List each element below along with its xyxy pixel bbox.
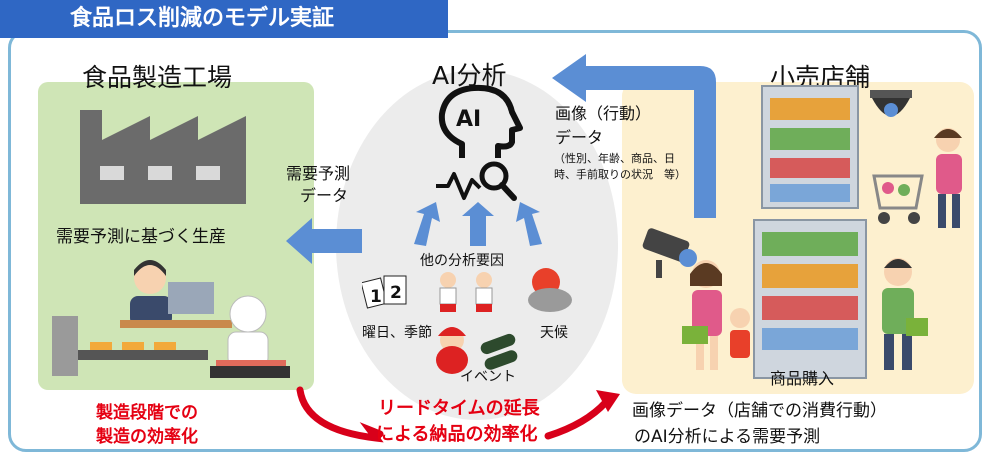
image-data-label-line2: データ [555, 128, 604, 147]
outcome-middle-line2: による納品の効率化 [376, 424, 538, 445]
factor-season-label: 曜日、季節 [362, 325, 432, 341]
demand-data-label-line1: 需要予測 [286, 164, 351, 183]
calendar-icon: 1 2 [362, 275, 407, 309]
image-data-arrow [552, 54, 716, 218]
image-data-detail-line1: （性別、年齢、商品、日 [554, 152, 675, 165]
weather-icon [528, 268, 572, 312]
sports-day-icon [439, 272, 493, 312]
efficiency-red-arrows [296, 386, 620, 443]
factor-arrow-center [462, 202, 494, 246]
factor-arrows [414, 202, 542, 246]
red-arrow-right [544, 398, 610, 440]
other-factors-label: 他の分析要因 [420, 253, 504, 269]
image-data-detail-line2: 時、手前取りの状況 等） [554, 168, 686, 181]
outcome-right-line1: 画像データ（店舗での消費行動） [632, 401, 887, 421]
event-icon [436, 327, 518, 374]
outcome-left-line1: 製造段階での [96, 403, 198, 423]
male-shopper-icon [882, 258, 928, 370]
factor-arrow-right [516, 202, 542, 246]
outcome-right-line2: のAI分析による需要予測 [634, 427, 821, 447]
factor-arrow-left [414, 202, 440, 246]
image-data-label-line1: 画像（行動） [555, 104, 652, 123]
security-camera-icon [642, 228, 697, 278]
demand-data-arrow [286, 218, 362, 264]
dome-camera-icon [870, 90, 912, 117]
calendar-digit-2: 2 [390, 283, 402, 303]
factory-building-icon [80, 110, 246, 204]
diagram-title: 食品ロス削減のモデル実証 [0, 0, 448, 38]
production-label: 需要予測に基づく生産 [56, 227, 226, 247]
factor-weather-label: 天候 [540, 325, 568, 341]
shopper-with-cart-icon [872, 128, 962, 228]
purchase-label: 商品購入 [770, 369, 835, 388]
factory-workers-icon [52, 260, 290, 378]
mother-and-child-icon [682, 260, 750, 370]
store-shelf-bottom-icon [753, 219, 867, 379]
demand-data-label-line2: データ [300, 186, 349, 205]
outcome-middle-line1: リードタイムの延長 [378, 398, 540, 419]
outcome-left-line2: 製造の効率化 [96, 427, 198, 447]
factor-event-label: イベント [460, 369, 516, 385]
red-arrow-left [296, 386, 384, 443]
store-shelf-top-icon [761, 85, 859, 209]
ai-head-icon: AI [438, 84, 523, 158]
analysis-chart-icon [436, 161, 517, 201]
calendar-digit-1: 1 [370, 287, 382, 307]
factory-heading: 食品製造工場 [82, 63, 233, 92]
ai-heading: AI分析 [432, 61, 507, 90]
ai-glyph: AI [456, 107, 481, 132]
